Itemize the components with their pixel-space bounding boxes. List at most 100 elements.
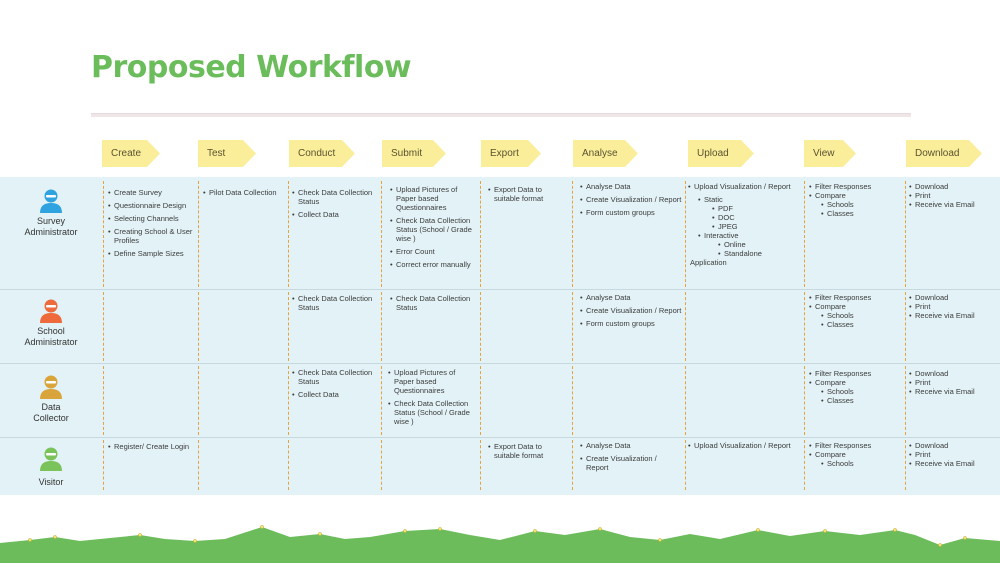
cell-school-admin-submit: Check Data Collection Status — [390, 294, 476, 316]
task-item: Form custom groups — [580, 319, 686, 328]
task-item: Create Survey — [108, 188, 196, 197]
task-item: Download — [909, 441, 997, 450]
task-item: Export Data to suitable format — [488, 185, 566, 203]
column-separator — [381, 181, 382, 287]
cell-visitor-export: Export Data to suitable format — [488, 442, 566, 464]
role-label: Administrator — [24, 227, 78, 237]
task-item: Standalone — [718, 249, 802, 258]
column-separator — [804, 366, 805, 435]
task-item: Classes — [821, 209, 901, 218]
task-item: Receive via Email — [909, 459, 997, 468]
task-item: Download — [909, 369, 997, 378]
role-data-collector: Data Collector — [0, 373, 102, 424]
task-item: Receive via Email — [909, 311, 997, 320]
column-separator — [905, 181, 906, 287]
role-visitor: Visitor — [0, 445, 102, 488]
column-separator — [198, 440, 199, 490]
role-label: School — [37, 326, 65, 336]
column-separator — [804, 292, 805, 361]
column-separator — [480, 366, 481, 435]
task-item: Collect Data — [292, 390, 378, 399]
column-separator — [198, 181, 199, 287]
column-separator — [685, 366, 686, 435]
role-label: Administrator — [24, 337, 78, 347]
user-icon — [40, 375, 62, 399]
row-divider — [0, 289, 1000, 290]
task-item: Check Data Collection Status — [292, 294, 378, 312]
task-item: Collect Data — [292, 210, 378, 219]
task-item: Receive via Email — [909, 387, 997, 396]
task-item: Print — [909, 378, 997, 387]
task-item: Create Visualization / Report — [580, 306, 686, 315]
task-item: Receive via Email — [909, 200, 997, 209]
user-icon — [40, 299, 62, 323]
row-divider — [0, 437, 1000, 438]
task-item: Check Data Collection Status (School / G… — [388, 399, 474, 426]
column-separator — [480, 292, 481, 361]
page-title: Proposed Workflow — [91, 50, 412, 85]
stage-analyse: Analyse — [573, 140, 638, 167]
cell-visitor-create: Register/ Create Login — [108, 442, 196, 455]
column-separator — [103, 292, 104, 361]
column-separator — [572, 440, 573, 490]
task-item: Analyse Data — [580, 293, 686, 302]
column-separator — [685, 440, 686, 490]
task-item: PDF — [712, 204, 802, 213]
cell-data-collector-conduct: Check Data Collection Status Collect Dat… — [292, 368, 378, 403]
role-label: Visitor — [38, 477, 64, 487]
task-item: Upload Visualization / Report — [688, 441, 802, 450]
role-school-administrator: School Administrator — [0, 297, 102, 348]
task-item: Register/ Create Login — [108, 442, 196, 451]
task-item: Schools — [821, 387, 901, 396]
cell-survey-admin-create: Create Survey Questionnaire Design Selec… — [108, 188, 196, 262]
task-item: Schools — [821, 200, 901, 209]
stage-upload: Upload — [688, 140, 754, 167]
grass-decoration — [0, 525, 1000, 563]
column-separator — [103, 181, 104, 287]
task-item: JPEG — [712, 222, 802, 231]
task-item: Print — [909, 450, 997, 459]
task-item: Create Visualization / Report — [580, 195, 686, 204]
column-separator — [572, 366, 573, 435]
task-item: Static — [698, 195, 802, 204]
task-item: Schools — [821, 311, 901, 320]
title-divider — [91, 113, 911, 117]
task-item: Correct error manually — [390, 260, 476, 269]
stage-export: Export — [481, 140, 541, 167]
task-item: Check Data Collection Status — [292, 368, 378, 386]
task-item: Creating School & User Profiles — [108, 227, 196, 245]
stage-create: Create — [102, 140, 160, 167]
task-item: Filter Responses — [809, 182, 901, 191]
cell-survey-admin-download: Download Print Receive via Email — [909, 182, 997, 209]
column-separator — [804, 440, 805, 490]
task-item: Filter Responses — [809, 369, 901, 378]
stage-download: Download — [906, 140, 982, 167]
task-item: Form custom groups — [580, 208, 686, 217]
user-icon — [40, 447, 62, 471]
column-separator — [288, 366, 289, 435]
task-item: Compare — [809, 302, 901, 311]
cell-survey-admin-submit: Upload Pictures of Paper based Questionn… — [390, 185, 476, 273]
column-separator — [804, 181, 805, 287]
row-divider — [0, 363, 1000, 364]
task-item: Upload Visualization / Report — [688, 182, 802, 191]
task-item: Create Visualization / Report — [580, 454, 680, 472]
task-item: Filter Responses — [809, 293, 901, 302]
column-separator — [381, 292, 382, 361]
column-separator — [905, 440, 906, 490]
task-item: Compare — [809, 450, 901, 459]
cell-visitor-analyse: Analyse Data Create Visualization / Repo… — [580, 441, 680, 476]
column-separator — [381, 440, 382, 490]
role-label: Data — [41, 402, 61, 412]
task-item: Define Sample Sizes — [108, 249, 196, 258]
cell-survey-admin-export: Export Data to suitable format — [488, 185, 566, 207]
cell-visitor-upload: Upload Visualization / Report — [688, 441, 802, 454]
cell-visitor-download: Download Print Receive via Email — [909, 441, 997, 468]
task-item: Compare — [809, 191, 901, 200]
column-separator — [685, 181, 686, 287]
column-separator — [288, 181, 289, 287]
cell-school-admin-view: Filter Responses Compare Schools Classes — [809, 293, 901, 329]
task-item: Print — [909, 302, 997, 311]
cell-data-collector-view: Filter Responses Compare Schools Classes — [809, 369, 901, 405]
column-separator — [198, 292, 199, 361]
